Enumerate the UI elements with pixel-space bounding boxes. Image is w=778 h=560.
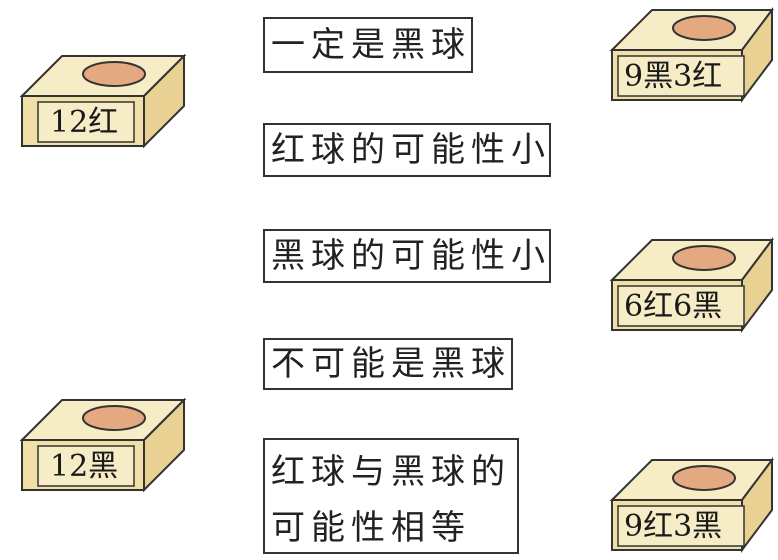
box-hole-icon (82, 61, 146, 87)
box-9-red-3-black-drawing (609, 457, 774, 553)
box-label: 12黑 (50, 449, 119, 484)
box-hole-icon (82, 405, 146, 431)
statement-certain-black[interactable]: 一定是黑球 (263, 17, 473, 73)
statement-black-less-likely[interactable]: 黑球的可能性小 (263, 229, 551, 283)
box-12-black-drawing (19, 397, 187, 493)
box-9-black-3-red: 9黑3红 (608, 6, 776, 106)
box-label: 12红 (50, 105, 119, 140)
box-hole-icon (672, 465, 736, 491)
box-12-red: 12红 (18, 52, 188, 152)
box-6-red-6-black: 6红6黑 (608, 236, 776, 336)
box-9-red-3-black: 9红3黑 (608, 456, 776, 556)
statement-red-less-likely[interactable]: 红球的可能性小 (263, 123, 551, 177)
box-12-black: 12黑 (18, 396, 188, 496)
box-hole-icon (672, 15, 736, 41)
box-label: 9黑3红 (624, 59, 723, 94)
box-label: 9红3黑 (624, 509, 723, 544)
statement-equally-likely[interactable]: 红球与黑球的可能性相等 (263, 438, 519, 554)
box-hole-icon (672, 245, 736, 271)
statement-impossible-black[interactable]: 不可能是黑球 (263, 338, 513, 390)
box-12-red-drawing (19, 53, 187, 149)
box-label: 6红6黑 (624, 289, 723, 324)
box-6-red-6-black-drawing (609, 237, 774, 333)
box-9-black-3-red-drawing (609, 7, 774, 103)
